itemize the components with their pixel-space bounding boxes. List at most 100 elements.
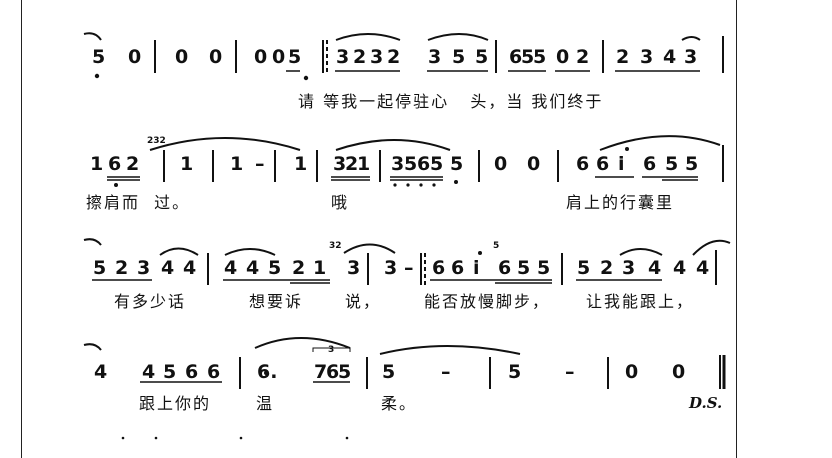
note: 6 — [509, 46, 523, 68]
note: 6 — [643, 153, 657, 175]
note: 3 — [347, 257, 361, 279]
lyrics-line-4b: 温 — [256, 394, 275, 413]
note: 5 — [382, 361, 396, 383]
note: 2 — [387, 46, 401, 68]
note: 5 — [533, 46, 547, 68]
slur — [83, 32, 102, 41]
grace-notes: 232 — [147, 136, 166, 146]
note: 1 — [180, 153, 194, 175]
note: 3 — [684, 46, 698, 68]
note: 5 — [475, 46, 489, 68]
lyrics-line-4a: 跟上你的 — [139, 394, 212, 413]
note: 2 — [616, 46, 630, 68]
note: 4 — [94, 361, 108, 383]
note: 4 — [183, 257, 197, 279]
note: i — [618, 153, 625, 175]
lyrics-line-3d: 能否放慢脚步， — [424, 292, 551, 311]
note: 6 — [185, 361, 199, 383]
rest: 0 — [556, 46, 570, 68]
lyrics-line-4c: 柔。 — [381, 394, 418, 413]
triplet-mark: 3 — [328, 345, 335, 355]
note: 5 — [93, 257, 107, 279]
lyrics-line-3c: 说， — [345, 292, 382, 311]
note: 4 — [224, 257, 238, 279]
dash: – — [441, 361, 451, 383]
note: 5 — [685, 153, 699, 175]
note: 5 — [288, 46, 302, 68]
note: 4 — [246, 257, 260, 279]
note: 6 — [451, 257, 465, 279]
note: 2 — [353, 46, 367, 68]
note: 3 — [333, 153, 347, 175]
note: 5 — [577, 257, 591, 279]
dash: – — [255, 153, 265, 175]
note: 5 — [508, 361, 522, 383]
lyrics-line-3a: 有多少话 — [114, 292, 187, 311]
note: 5 — [163, 361, 177, 383]
note: 5 — [404, 153, 418, 175]
note: 5 — [521, 46, 535, 68]
note: 2 — [345, 153, 359, 175]
note: 1 — [294, 153, 308, 175]
rest: 0 — [494, 153, 508, 175]
note: 3 — [640, 46, 654, 68]
note: 1 — [357, 153, 371, 175]
note: 3 — [336, 46, 350, 68]
rest: 0 — [254, 46, 268, 68]
rest: 0 — [175, 46, 189, 68]
note: 4 — [142, 361, 156, 383]
note: 4 — [696, 257, 710, 279]
note: 6 — [576, 153, 590, 175]
dal-segno-mark: D.S. — [689, 394, 723, 412]
rest: 0 — [672, 361, 686, 383]
note: 4 — [673, 257, 687, 279]
note: 2 — [115, 257, 129, 279]
note: 5 — [430, 153, 444, 175]
note: 6 — [498, 257, 512, 279]
note: 3 — [391, 153, 405, 175]
note: 6 — [326, 361, 340, 383]
note: 6 — [108, 153, 122, 175]
note: 3 — [137, 257, 151, 279]
note: 4 — [663, 46, 677, 68]
note: 3 — [622, 257, 636, 279]
grace-notes: 32 — [329, 241, 342, 251]
note: 5 — [450, 153, 464, 175]
rest: 0 — [209, 46, 223, 68]
note: 7 — [314, 361, 328, 383]
left-border — [21, 0, 22, 458]
note: 5 — [665, 153, 679, 175]
note: i — [473, 257, 480, 279]
note: 4 — [648, 257, 662, 279]
lyrics-line-3e: 让我能跟上， — [586, 292, 695, 311]
note: 2 — [292, 257, 306, 279]
lyrics-line-3b: 想要诉 — [249, 292, 304, 311]
note: 6 — [432, 257, 446, 279]
rest: 0 — [527, 153, 541, 175]
note: 6 — [596, 153, 610, 175]
note: 5 — [92, 46, 106, 68]
lyrics-line-2c: 肩上的行囊里 — [566, 193, 675, 212]
note: 5 — [268, 257, 282, 279]
note: 3 — [370, 46, 384, 68]
rest: 0 — [625, 361, 639, 383]
note: 5 — [537, 257, 551, 279]
note: 3 — [384, 257, 398, 279]
dash: – — [565, 361, 575, 383]
note: 6 — [417, 153, 431, 175]
rest: 0 — [128, 46, 142, 68]
note: 1 — [90, 153, 104, 175]
note: 3 — [428, 46, 442, 68]
note: 1 — [313, 257, 327, 279]
rest: 0 — [272, 46, 286, 68]
note: 4 — [161, 257, 175, 279]
lyrics-line-1: 请 等我一起停驻心 头，当 我们终于 — [298, 92, 604, 111]
note: 5 — [452, 46, 466, 68]
dash: – — [404, 257, 414, 279]
right-border — [736, 0, 737, 458]
lyrics-line-2b: 哦 — [331, 193, 350, 212]
lyrics-line-2a: 擦肩而 过。 — [86, 193, 191, 212]
note: 5 — [338, 361, 352, 383]
